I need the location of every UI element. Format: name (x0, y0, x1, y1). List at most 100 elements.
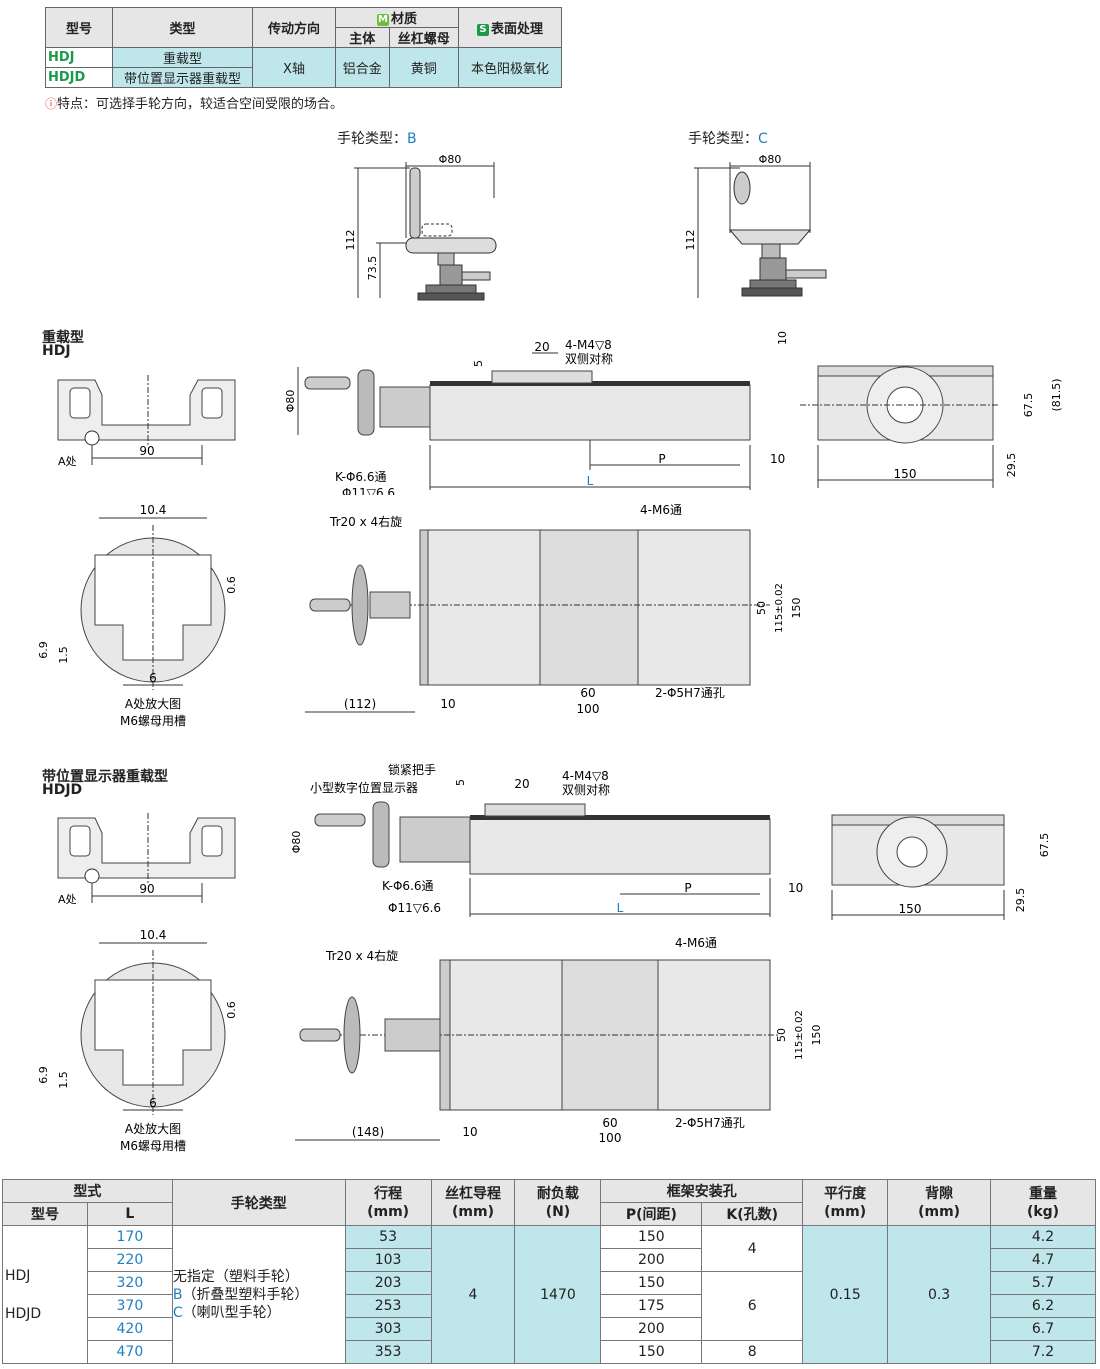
hb-phi: Φ80 (439, 153, 462, 166)
surface-badge: S (476, 23, 489, 36)
hdjd-phi80: Φ80 (290, 831, 303, 854)
hdjd-dim-50: 50 (775, 1028, 788, 1042)
hdj-cbore: Φ11▽6.6 (342, 486, 395, 495)
col-drive: 传动方向 (252, 7, 336, 48)
hdj-detail-cap1: A处放大图 (125, 696, 181, 711)
stroke-5: 353 (344, 1340, 432, 1364)
hdj-detail-104: 10.4 (140, 503, 167, 517)
hdjd-m6: 4-M6通 (675, 936, 717, 950)
drive-value: X轴 (252, 47, 336, 88)
hdjd-display: 小型数字位置显示器 (310, 780, 418, 795)
hdjd-tr: Tr20 x 4右旋 (325, 948, 398, 963)
hdj-detail: 10.4 0.6 6.9 1.5 6 A处放大图 M6螺母用槽 (37, 503, 238, 728)
info-icon: ⓘ (45, 97, 58, 111)
col-nut: 丝杠螺母 (388, 27, 460, 48)
L-420: 420 (86, 1317, 173, 1341)
stroke-0: 53 (344, 1225, 432, 1249)
type-hdjd: 带位置显示器重载型 (112, 67, 253, 88)
hdjd-dim-150: 150 (899, 902, 922, 916)
stroke-1: 103 (344, 1248, 432, 1272)
hdjd-a-label: A处 (58, 893, 77, 906)
hdjd-detail-15: 1.5 (57, 1071, 70, 1089)
hdj-side-view: Φ80 20 4-M4▽8 双侧对称 5 P 10 L K-Φ6.6通 Φ11▽… (284, 338, 785, 495)
stroke-2: 203 (344, 1271, 432, 1295)
hdj-detail-15: 1.5 (57, 646, 70, 664)
model-hdj: HDJ (45, 47, 113, 68)
hdj-m6: 4-M6通 (640, 503, 682, 517)
hdjd-dim-5: 5 (454, 779, 467, 786)
hdjd-dim-115: 115±0.02 (794, 1010, 805, 1060)
surface-value: 本色阳极氧化 (458, 47, 562, 88)
hdjd-dim-150v: 150 (810, 1025, 823, 1046)
hdjd-dim-10c: 10 (462, 1125, 477, 1139)
h-stroke: 行程(mm) (344, 1179, 432, 1226)
hdj-dim-675: 67.5 (1022, 393, 1035, 418)
K-group-2: 8 (701, 1340, 804, 1364)
hdjd-cross-section: 90 A处 (57, 813, 236, 906)
hdjd-lock: 锁紧把手 (388, 762, 436, 777)
hdjd-dim-20: 20 (514, 777, 529, 791)
hdjd-detail-06: 0.6 (225, 1001, 238, 1019)
col-body: 主体 (335, 27, 390, 48)
hdj-model: HDJ (42, 343, 71, 359)
hdj-both-sides: 双侧对称 (565, 352, 613, 366)
h-K: K(孔数) (701, 1202, 804, 1226)
hc-112: 112 (684, 230, 697, 251)
h-load: 耐负载(N) (514, 1179, 602, 1226)
hdj-phi80: Φ80 (284, 390, 297, 413)
h-L: L (86, 1202, 173, 1226)
h-weight: 重量(kg) (990, 1179, 1096, 1226)
weight-1: 4.7 (990, 1248, 1096, 1272)
type-hdj: 重载型 (112, 47, 253, 68)
h-form: 型式 (2, 1179, 173, 1203)
handwheel-b-title: 手轮类型：B (337, 131, 417, 147)
h-parallel: 平行度(mm) (802, 1179, 889, 1226)
hdjd-end-view: 150 67.5 29.5 (831, 814, 1051, 920)
hdj-detail-69: 6.9 (37, 641, 50, 659)
weight-0: 4.2 (990, 1225, 1096, 1249)
hdjd-both-sides: 双侧对称 (562, 783, 610, 797)
hdjd-pin: 2-Φ5H7通孔 (675, 1116, 745, 1130)
hdj-L: L (587, 474, 594, 488)
hdjd-detail-cap1: A处放大图 (125, 1121, 181, 1136)
P-4: 200 (600, 1317, 703, 1341)
col-model: 型号 (45, 7, 113, 48)
weight-5: 7.2 (990, 1340, 1096, 1364)
backlash-value: 0.3 (887, 1225, 992, 1364)
hdjd-model: HDJD (42, 782, 83, 798)
hdj-top-view: Tr20 x 4右旋 4-M6通 50 115±0.02 150 60 100 … (305, 503, 803, 716)
hdjd-dim-148: (148) (352, 1125, 384, 1139)
handwheel-b-drawing: Φ80 112 73.5 (344, 153, 497, 301)
parallel-value: 0.15 (802, 1225, 889, 1364)
hdjd-dim-60: 60 (602, 1116, 617, 1130)
hdj-dim-10: 10 (770, 452, 785, 466)
weight-2: 5.7 (990, 1271, 1096, 1295)
hb-112: 112 (344, 230, 357, 251)
hdjd-detail-cap2: M6螺母用槽 (120, 1139, 186, 1153)
P-2: 150 (600, 1271, 703, 1295)
P-3: 175 (600, 1294, 703, 1318)
hdjd-detail-104: 10.4 (140, 928, 167, 942)
hdj-dim-10c: 10 (440, 697, 455, 711)
load-value: 1470 (514, 1225, 602, 1364)
hdj-detail-06: 0.6 (225, 576, 238, 594)
hdjd-detail-69: 6.9 (37, 1066, 50, 1084)
h-backlash: 背隙(mm) (887, 1179, 992, 1226)
hdj-dim-112: (112) (344, 697, 376, 711)
hdjd-dim-90: 90 (139, 882, 154, 896)
hdj-m4: 4-M4▽8 (565, 338, 612, 352)
hdj-pin: 2-Φ5H7通孔 (655, 686, 725, 700)
handwheel-types: 无指定（塑料手轮） B（折叠型塑料手轮） C（喇叭型手轮） (171, 1225, 346, 1364)
h-lead: 丝杠导程(mm) (430, 1179, 516, 1226)
L-320: 320 (86, 1271, 173, 1295)
K-group-0: 4 (701, 1225, 804, 1272)
lead-value: 4 (430, 1225, 516, 1364)
hdj-k-hole: K-Φ6.6通 (335, 470, 386, 484)
hdj-dim-10b: 10 (776, 331, 789, 345)
hdj-dim-50: 50 (755, 601, 768, 615)
hdj-dim-90: 90 (139, 444, 154, 458)
